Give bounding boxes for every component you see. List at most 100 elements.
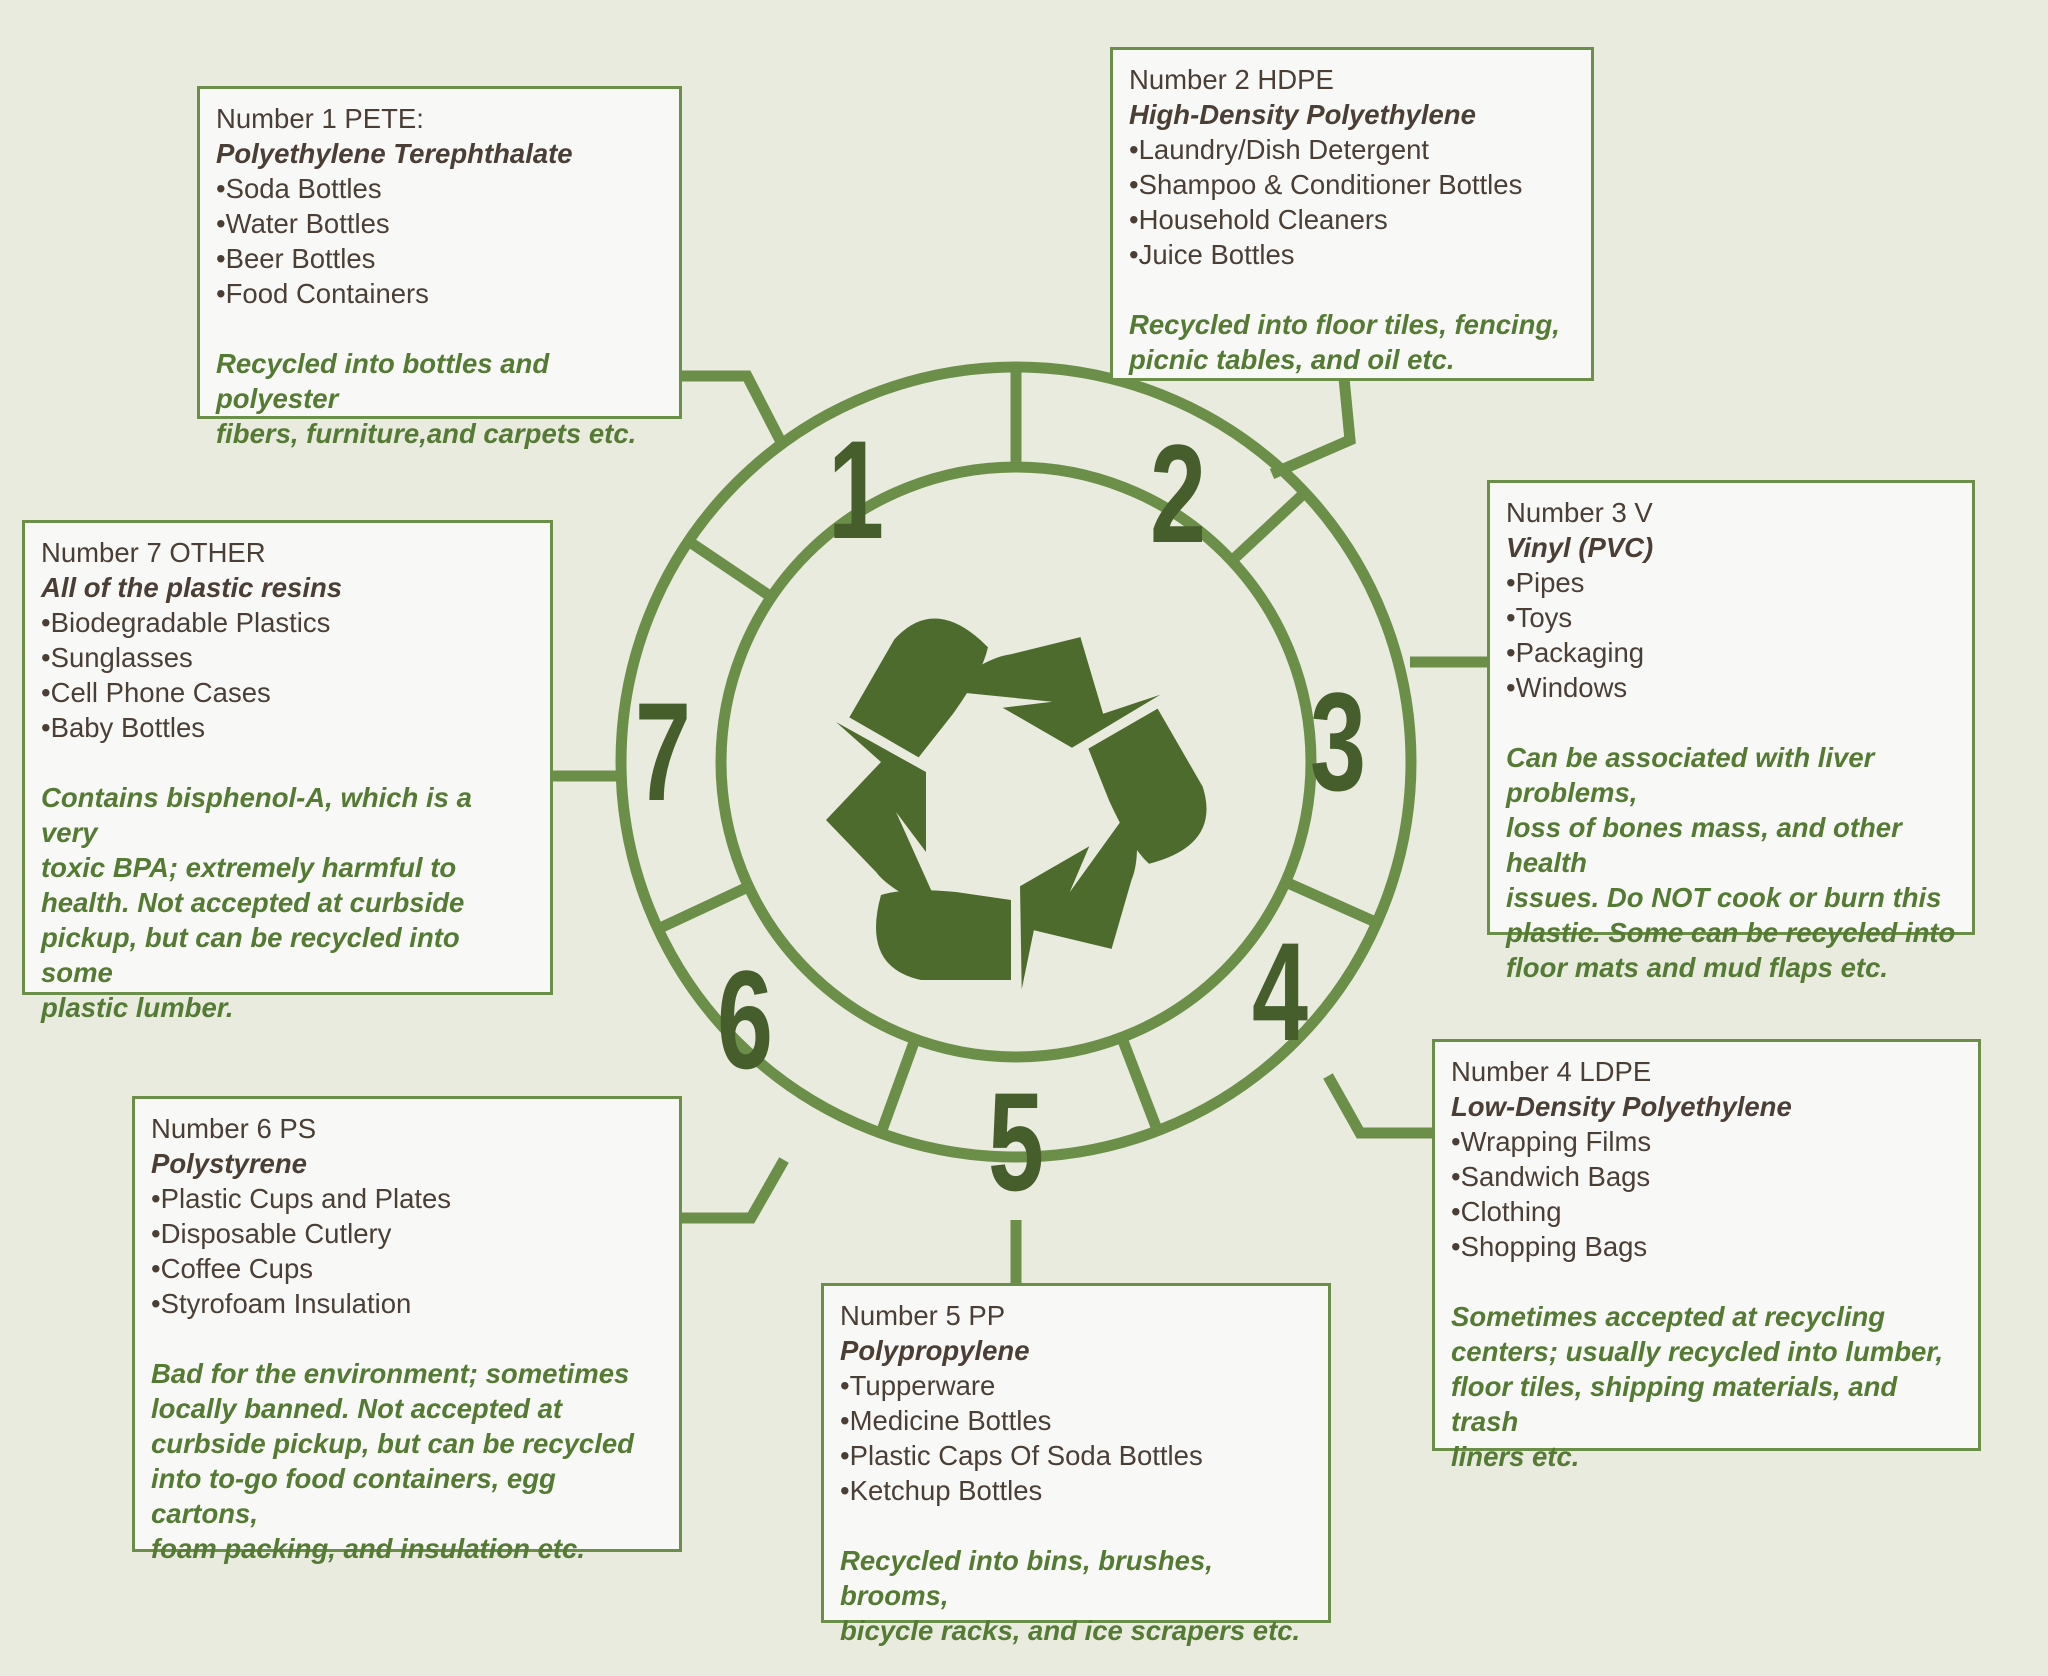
product-item: •Windows (1506, 672, 1628, 703)
product-item: •Ketchup Bottles (840, 1475, 1043, 1506)
resin-full-name: High-Density Polyethylene (1129, 99, 1476, 130)
resin-full-name: Vinyl (PVC) (1506, 532, 1654, 563)
resin-number-label: Number 3 V (1506, 497, 1653, 528)
spacer (1129, 272, 1575, 307)
spacer (41, 745, 534, 780)
recycling-note-line: floor tiles, shipping materials, and tra… (1451, 1371, 1898, 1437)
product-item: •Clothing (1451, 1196, 1562, 1227)
ring-number-1: 1 (828, 412, 884, 568)
spacer (1451, 1264, 1962, 1299)
product-item: •Biodegradable Plastics (41, 607, 331, 638)
product-item: •Water Bottles (216, 208, 390, 239)
product-item: •Medicine Bottles (840, 1405, 1052, 1436)
recycle-arrow-2 (849, 618, 1161, 758)
number-ring (615, 361, 1417, 1163)
recycling-note-line: plastic. Some can be recycled into (1506, 917, 1956, 948)
product-item: •Wrapping Films (1451, 1126, 1652, 1157)
recycling-note-line: foam packing, and insulation etc. (151, 1533, 585, 1564)
ring-divider (1231, 491, 1305, 562)
ring-number-4: 4 (1252, 914, 1308, 1070)
recycle-arrow-3 (1020, 708, 1207, 990)
ring-divider (660, 883, 747, 932)
product-item: •Food Containers (216, 278, 429, 309)
recycling-note-line: Recycled into floor tiles, fencing, (1129, 309, 1560, 340)
recycling-note-line: Contains bisphenol-A, which is a very (41, 782, 472, 848)
spacer (216, 311, 663, 346)
product-item: •Sunglasses (41, 642, 193, 673)
recycling-note-line: Can be associated with liver problems, (1506, 742, 1875, 808)
ring-number-5: 5 (988, 1064, 1044, 1220)
product-item: •Cell Phone Cases (41, 677, 271, 708)
ring-divider (1287, 878, 1375, 926)
ring-numbers: 1 234 5 67 (635, 412, 1366, 1220)
connector-6 (681, 1157, 789, 1224)
spacer (1506, 705, 1956, 740)
recycling-note-line: pickup, but can be recycled into some (41, 922, 460, 988)
resin-full-name: All of the plastic resins (41, 572, 343, 603)
recycling-note-line: into to-go food containers, egg cartons, (151, 1463, 556, 1529)
plastic-box-1: Number 1 PETE: Polyethylene Terephthalate… (197, 86, 682, 449)
resin-number-label: Number 1 PETE: (216, 103, 424, 134)
recycling-note-line: curbside pickup, but can be recycled (151, 1428, 634, 1459)
recycle-arrows-icon (826, 618, 1207, 990)
connector-2 (1269, 377, 1356, 480)
resin-full-name: Polystyrene (151, 1148, 307, 1179)
recycling-note-line: issues. Do NOT cook or burn this (1506, 882, 1942, 913)
recycling-note-line: liners etc. (1451, 1441, 1580, 1472)
product-item: •Coffee Cups (151, 1253, 313, 1284)
resin-number-label: Number 4 LDPE (1451, 1056, 1652, 1087)
product-item: •Household Cleaners (1129, 204, 1388, 235)
product-item: •Beer Bottles (216, 243, 376, 274)
recycling-note-line: plastic lumber. (41, 992, 234, 1023)
recycle-arrow-1 (826, 722, 1011, 980)
connector-4 (1323, 1073, 1432, 1139)
product-item: •Tupperware (840, 1370, 996, 1401)
product-item: •Juice Bottles (1129, 239, 1295, 270)
ring-dividers (660, 372, 1375, 1131)
resin-number-label: Number 5 PP (840, 1300, 1006, 1331)
product-item: •Styrofoam Insulation (151, 1288, 412, 1319)
recycling-note-line: loss of bones mass, and other health (1506, 812, 1902, 878)
product-item: •Disposable Cutlery (151, 1218, 392, 1249)
recycling-note-line: bicycle racks, and ice scrapers etc. (840, 1615, 1301, 1646)
ring-number-6: 6 (717, 942, 773, 1098)
ring-number-7: 7 (635, 674, 691, 830)
product-item: •Baby Bottles (41, 712, 206, 743)
box-connectors (550, 370, 1488, 1284)
ring-divider (689, 539, 771, 599)
inner-ring (715, 461, 1317, 1063)
connector-1 (681, 370, 785, 443)
ring-number-2: 2 (1150, 416, 1206, 572)
product-item: •Laundry/Dish Detergent (1129, 134, 1430, 165)
product-item: •Shopping Bags (1451, 1231, 1648, 1262)
product-item: •Shampoo & Conditioner Bottles (1129, 169, 1523, 200)
plastic-box-4: Number 4 LDPE Low-Density Polyethylene •Wr… (1432, 1039, 1981, 1472)
product-item: •Toys (1506, 602, 1573, 633)
recycling-note-line: toxic BPA; extremely harmful to (41, 852, 457, 883)
resin-full-name: Polypropylene (840, 1335, 1030, 1366)
recycling-note-line: Recycled into bins, brushes, brooms, (840, 1545, 1213, 1611)
recycling-note-line: fibers, furniture,and carpets etc. (216, 418, 637, 449)
product-item: •Plastic Cups and Plates (151, 1183, 452, 1214)
product-item: •Pipes (1506, 567, 1585, 598)
resin-number-label: Number 7 OTHER (41, 537, 266, 568)
product-item: •Sandwich Bags (1451, 1161, 1651, 1192)
plastic-box-6: Number 6 PS Polystyrene •Plastic Cups and … (132, 1096, 682, 1564)
spacer (840, 1508, 1312, 1543)
resin-full-name: Polyethylene Terephthalate (216, 138, 573, 169)
plastic-box-7: Number 7 OTHER All of the plastic resins •… (22, 520, 553, 1023)
recycling-note-line: picnic tables, and oil etc. (1129, 344, 1455, 375)
ring-number-3: 3 (1310, 664, 1366, 820)
ring-divider (1118, 1040, 1161, 1129)
recycling-note-line: locally banned. Not accepted at (151, 1393, 563, 1424)
recycling-note-line: floor mats and mud flaps etc. (1506, 952, 1889, 983)
plastic-box-5: Number 5 PP Polypropylene •Tupperware •Medi… (821, 1283, 1331, 1646)
outer-ring (615, 361, 1417, 1163)
product-item: •Plastic Caps Of Soda Bottles (840, 1440, 1203, 1471)
ring-divider (877, 1042, 919, 1131)
resin-number-label: Number 6 PS (151, 1113, 317, 1144)
resin-full-name: Low-Density Polyethylene (1451, 1091, 1792, 1122)
